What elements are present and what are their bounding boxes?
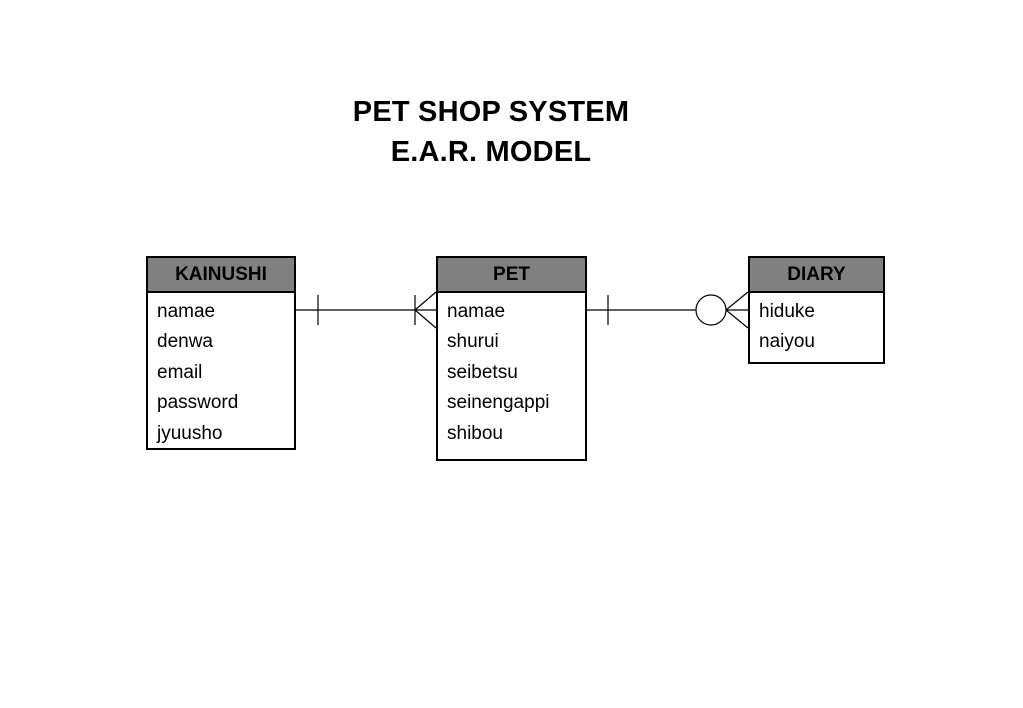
attribute: password	[157, 392, 239, 414]
entity-diary-attributes: hiduke naiyou	[750, 293, 883, 358]
attribute: jyuusho	[157, 422, 223, 444]
attribute: hiduke	[759, 301, 815, 322]
relationship-pet-diary	[587, 291, 749, 329]
attribute: namae	[447, 301, 506, 322]
attribute: namae	[157, 301, 216, 322]
attribute: seibetsu	[447, 361, 518, 383]
relationship-kainushi-pet	[296, 291, 437, 329]
attribute: shurui	[447, 331, 499, 353]
diagram-title-line-1: PET SHOP SYSTEM	[352, 96, 630, 128]
crows-foot-upper	[725, 291, 749, 311]
attribute: email	[157, 361, 203, 383]
entity-diary: DIARY hiduke naiyou	[748, 256, 885, 364]
attribute: seinengappi	[447, 392, 550, 414]
crows-foot-upper	[414, 291, 437, 311]
entity-kainushi: KAINUSHI namae denwa email password jyuu…	[146, 256, 296, 450]
entity-kainushi-attributes: namae denwa email password jyuusho	[148, 293, 294, 449]
diagram-title-line-2: E.A.R. MODEL	[390, 136, 592, 168]
crows-foot-lower	[414, 309, 437, 329]
crows-foot-lower	[725, 309, 749, 329]
entity-pet-attributes: namae shurui seibetsu seinengappi shibou	[438, 293, 585, 449]
entity-kainushi-header: KAINUSHI	[148, 258, 294, 293]
attribute: shibou	[447, 422, 503, 444]
entity-pet: PET namae shurui seibetsu seinengappi sh…	[436, 256, 587, 461]
diagram-title: PET SHOP SYSTEM E.A.R. MODEL	[0, 92, 982, 172]
attribute: naiyou	[759, 331, 815, 353]
entity-diary-header: DIARY	[750, 258, 883, 293]
entity-pet-header: PET	[438, 258, 585, 293]
zero-marker	[695, 294, 727, 326]
attribute: denwa	[157, 331, 213, 353]
